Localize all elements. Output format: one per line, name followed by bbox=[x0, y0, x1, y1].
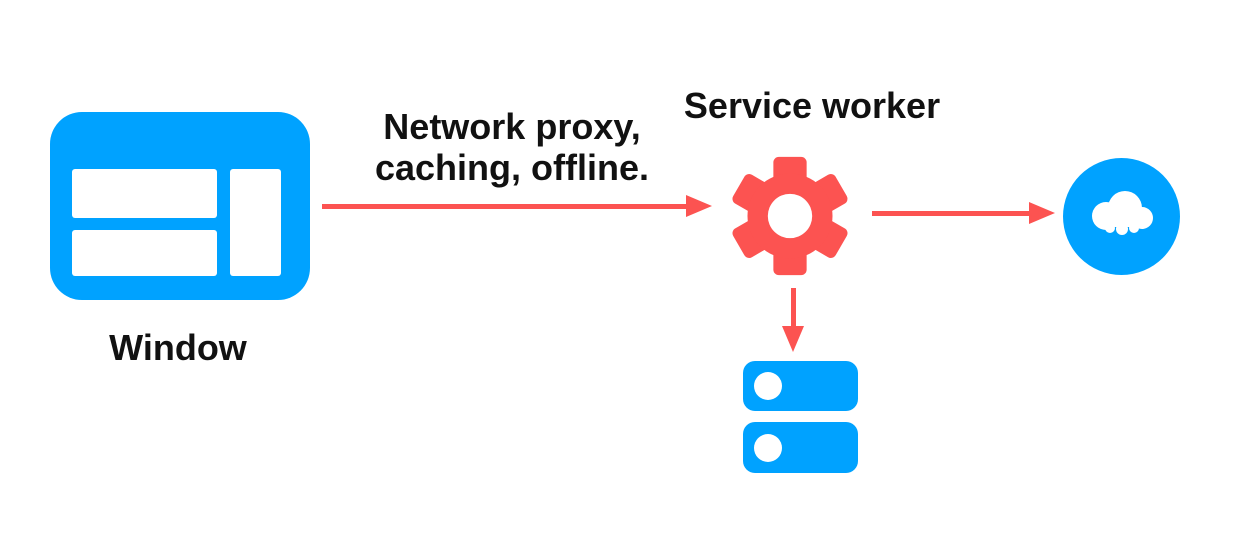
proxy-annotation-line2: caching, offline. bbox=[374, 147, 650, 188]
gear-icon bbox=[729, 153, 851, 279]
window-pane-right bbox=[230, 169, 281, 276]
arrow-right-head-icon bbox=[1029, 202, 1055, 224]
proxy-annotation: Network proxy, caching, offline. bbox=[362, 106, 662, 188]
database-icon bbox=[743, 361, 858, 473]
arrow-down-head-icon bbox=[782, 326, 804, 352]
window-pane-bottom-left bbox=[72, 230, 217, 276]
service-worker-label: Service worker bbox=[683, 85, 941, 126]
arrow-serviceworker-to-storage bbox=[791, 288, 796, 326]
database-disk-light bbox=[754, 372, 782, 400]
browser-window-icon bbox=[50, 112, 310, 300]
cloud-icon bbox=[1063, 158, 1180, 275]
database-disk-top bbox=[743, 361, 858, 411]
database-disk-light bbox=[754, 433, 782, 462]
arrow-window-to-serviceworker bbox=[322, 204, 686, 209]
arrow-serviceworker-to-cloud bbox=[872, 211, 1029, 216]
arrow-right-head-icon bbox=[686, 195, 712, 217]
proxy-annotation-line1: Network proxy, bbox=[383, 106, 641, 147]
window-label: Window bbox=[109, 327, 247, 368]
database-disk-bottom bbox=[743, 422, 858, 473]
window-pane-top-left bbox=[72, 169, 217, 218]
